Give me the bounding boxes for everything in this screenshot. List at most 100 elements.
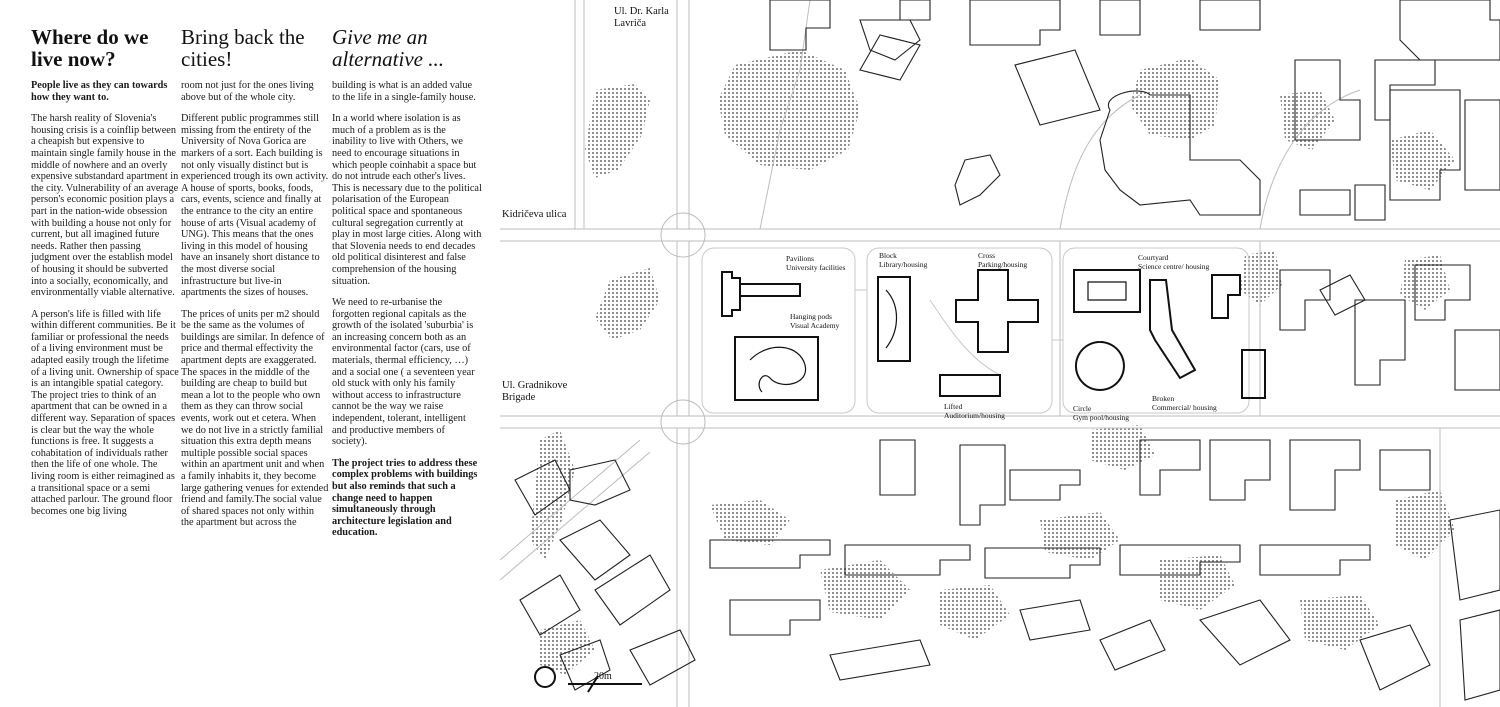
building-footprint: [844, 544, 971, 576]
hanging-pods-ramp: [749, 346, 807, 393]
street-label-kidriceva: Kidričeva ulica: [502, 209, 567, 220]
building-footprint: [514, 459, 571, 516]
tree-cluster: [1300, 595, 1380, 650]
building-footprint: [769, 0, 831, 51]
scale-bar: [534, 666, 642, 693]
site-label-circle: Circle Gym pool/housing: [1073, 404, 1130, 422]
site-block-east: [1062, 247, 1250, 414]
column-heading: Give me an alternative ...: [332, 25, 444, 71]
building-footprint: [594, 554, 671, 626]
building-footprint: [569, 459, 631, 506]
building-footprint: [559, 519, 631, 581]
courtyard-annex: [1211, 274, 1241, 319]
hanging-pods-building: [734, 336, 819, 401]
cross-building: [955, 269, 1039, 353]
site-label-block: Block Library/housing: [879, 251, 928, 269]
tree-cluster: [1395, 490, 1455, 560]
pavilions-building: [721, 271, 741, 317]
text-panel: Where do we live now?People live as they…: [0, 0, 500, 707]
building-footprint: [899, 0, 931, 21]
tree-cluster: [1130, 58, 1220, 140]
text-column-2: Bring back the cities!room not just for …: [181, 26, 329, 539]
lead-paragraph: The project tries to address these compl…: [332, 457, 478, 539]
site-label-courtyard: Courtyard Science centre/ housing: [1138, 253, 1210, 271]
building-footprint: [1199, 0, 1261, 31]
body-paragraph: The prices of units per m2 should be the…: [181, 308, 329, 529]
text-column-3: Give me an alternative ... building is wh…: [332, 26, 482, 549]
tree-cluster: [940, 585, 1010, 640]
building-footprint: [1359, 624, 1431, 691]
site-plan-map: Ul. Dr. Karla Lavriča Kidričeva ulica Ul…: [500, 0, 1500, 707]
site-block-west: [701, 247, 856, 414]
building-footprint: [1139, 439, 1201, 496]
building-footprint: [1279, 269, 1331, 331]
building-footprint: [1449, 509, 1500, 601]
tree-cluster: [820, 560, 910, 620]
vegetation-hatches: [530, 50, 1455, 675]
site-plan-drawing: [500, 0, 1500, 707]
tree-cluster: [540, 620, 595, 675]
building-footprint: [1379, 449, 1431, 491]
building-footprint: [1294, 59, 1361, 141]
building-footprint: [1099, 90, 1261, 216]
building-footprint: [1389, 89, 1461, 201]
building-footprint: [1459, 609, 1500, 701]
tree-cluster: [1040, 512, 1120, 560]
courtyard-inner: [1087, 281, 1127, 301]
text-column-1: Where do we live now?People live as they…: [31, 26, 179, 527]
street-label-gradnikove: Ul. Gradnikove Brigade: [502, 380, 568, 403]
scale-label: 20m: [594, 671, 612, 682]
building-footprint: [1119, 544, 1241, 576]
building-footprint: [629, 629, 696, 686]
building-footprint: [1019, 599, 1091, 641]
building-footprint: [859, 19, 921, 61]
lifted-building: [939, 374, 1001, 397]
building-footprint: [959, 444, 1006, 526]
tree-cluster: [718, 50, 860, 170]
building-footprint: [969, 0, 1061, 46]
building-footprint: [954, 154, 1001, 206]
site-block-middle: [866, 247, 1053, 414]
building-footprint: [559, 639, 611, 691]
building-footprint: [1414, 264, 1471, 321]
tree-cluster: [530, 430, 575, 560]
site-blocks: [701, 247, 1250, 414]
north-circle: [534, 666, 556, 688]
site-label-pavilions: Pavilions University facilities: [786, 254, 846, 272]
building-footprint: [519, 574, 581, 636]
body-paragraph: The harsh reality of Slovenia's housing …: [31, 113, 179, 299]
body-paragraph: A person's life is filled with life with…: [31, 308, 179, 517]
tree-cluster: [1400, 255, 1450, 310]
tree-cluster: [1390, 130, 1455, 190]
body-paragraph: building is what is an added value to th…: [332, 80, 476, 103]
body-paragraph: We need to re-urbanise the forgotten reg…: [332, 297, 475, 448]
tree-cluster: [1160, 555, 1235, 610]
building-footprint: [1099, 0, 1141, 36]
building-footprint: [1099, 619, 1166, 671]
lead-paragraph: People live as they can towards how they…: [31, 80, 168, 103]
building-footprint: [1299, 189, 1351, 216]
pavilions-annex: [739, 283, 801, 297]
courtyard-building: [1073, 269, 1141, 313]
block-building: [877, 276, 911, 362]
building-footprint: [1399, 0, 1500, 61]
building-footprint: [1464, 99, 1500, 191]
tree-cluster: [585, 84, 650, 178]
tree-cluster: [1090, 425, 1155, 470]
building-footprint: [1259, 544, 1371, 576]
building-footprint: [1354, 299, 1406, 386]
body-paragraph: In a world where isolation is as much of…: [332, 113, 482, 287]
site-label-cross: Cross Parking/housing: [978, 251, 1028, 269]
context-buildings: [514, 0, 1500, 701]
column-heading: Bring back the cities!: [181, 25, 305, 71]
site-label-broken: Broken Commercial/ housing: [1152, 394, 1217, 412]
site-label-hanging-pods: Hanging pods Visual Academy: [790, 312, 840, 330]
building-footprint: [879, 439, 916, 496]
tree-cluster: [1280, 90, 1335, 150]
building-footprint: [1354, 184, 1386, 221]
circle-building: [1074, 341, 1125, 391]
building-footprint: [729, 599, 821, 636]
tree-cluster: [1240, 250, 1282, 305]
street-label-karla-lavrica: Ul. Dr. Karla Lavriča: [614, 6, 669, 29]
building-footprint: [1199, 599, 1291, 666]
